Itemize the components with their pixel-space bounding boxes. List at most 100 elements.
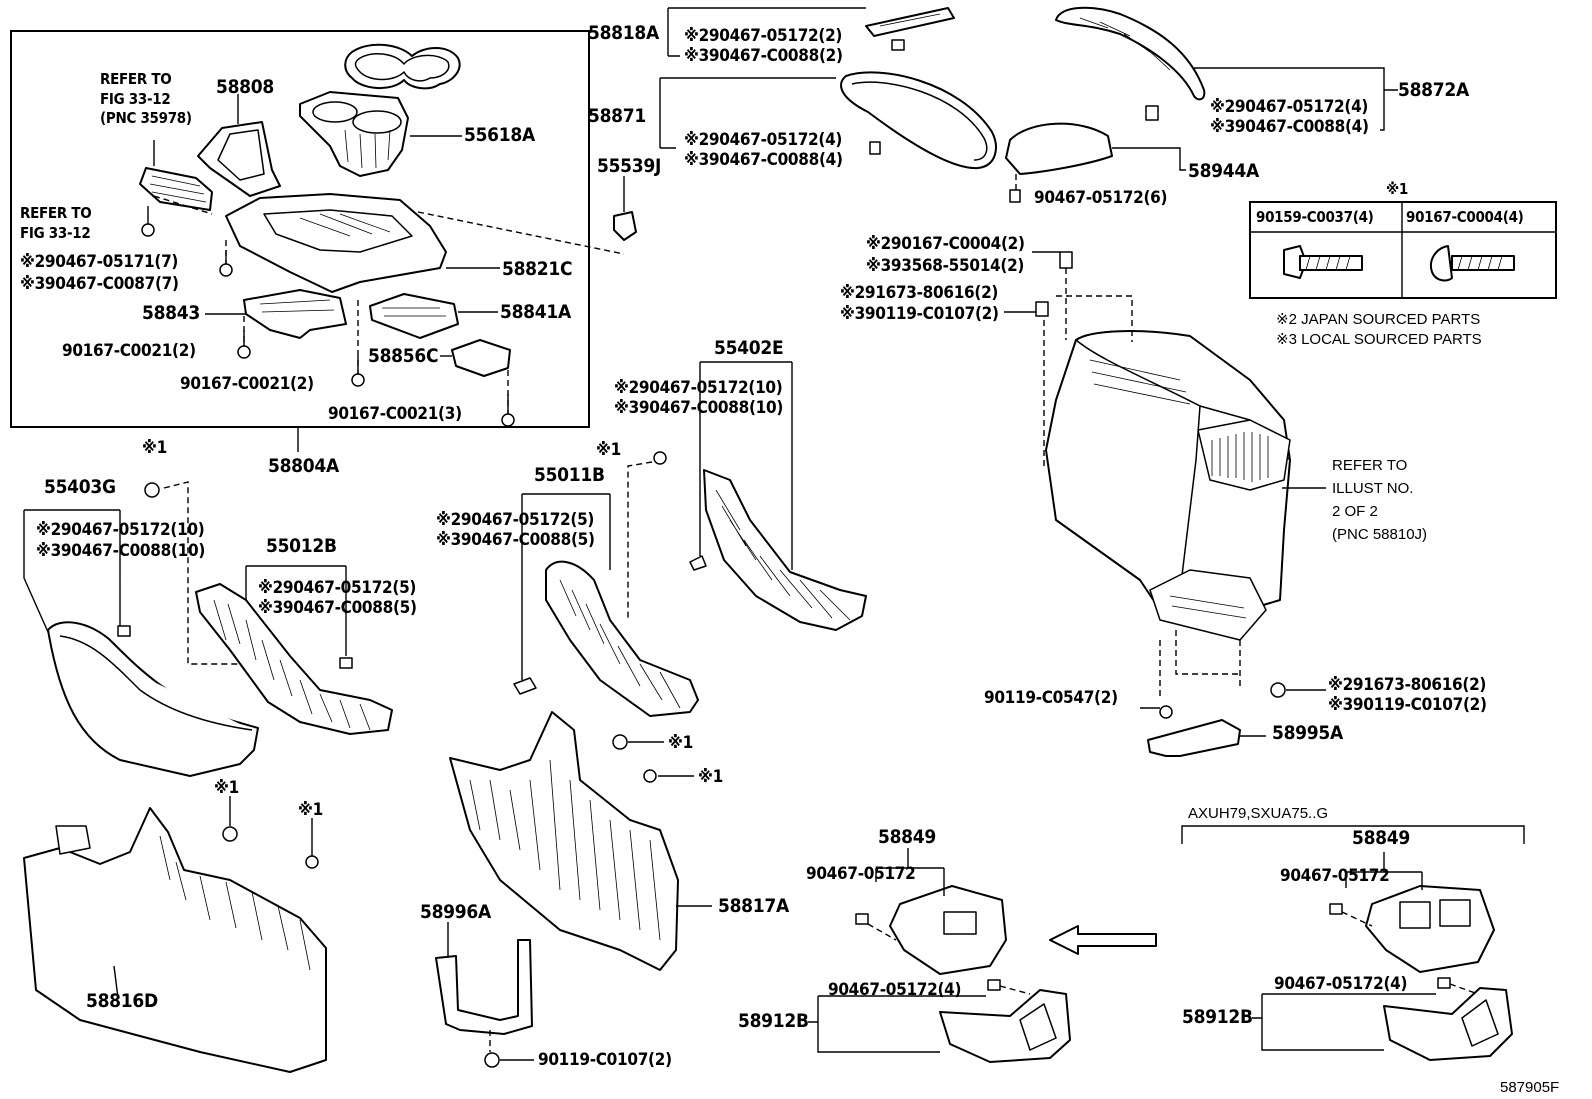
label-55011B-a: ※290467-05172(5): [436, 510, 595, 530]
label-right-d: ※390119-C0107(2): [840, 304, 999, 324]
label-58856C: 58856C: [368, 345, 439, 367]
label-55402E-b: ※390467-C0088(10): [614, 398, 784, 418]
trim-58912B-left: [808, 979, 1071, 1063]
label-right-a: ※290167-C0004(2): [866, 234, 1025, 254]
label-55403G: 55403G: [44, 476, 116, 498]
refer2-line2: FIG 33-12: [20, 224, 91, 242]
bolt-flange-drawing: [1283, 245, 1363, 279]
label-90167-a: 90167-C0021(2): [62, 341, 196, 361]
refer2-line1: REFER TO: [20, 204, 92, 222]
mark1-e: ※1: [214, 778, 239, 798]
switch-58856C: [440, 339, 511, 377]
label-58849-right-clip: 90467-05172: [1280, 866, 1390, 886]
assembly-box-58804A: [10, 30, 590, 428]
label-58872A-b: ※390467-C0088(4): [1210, 117, 1369, 137]
variant-label: AXUH79,SXUA75..G: [1188, 805, 1329, 822]
label-58821C: 58821C: [502, 258, 573, 280]
label-right-c: ※291673-80616(2): [840, 283, 999, 303]
label-58871: 58871: [588, 105, 646, 127]
label-55012B-b: ※390467-C0088(5): [258, 598, 417, 618]
label-58808: 58808: [216, 76, 274, 98]
label-55539J: 55539J: [597, 155, 662, 177]
label-58912B-right-clip: 90467-05172(4): [1274, 974, 1408, 994]
label-58912B-left: 58912B: [738, 1010, 809, 1032]
label-58849-right: 58849: [1352, 827, 1410, 849]
label-55011B-b: ※390467-C0088(5): [436, 530, 595, 550]
refer3-line1: REFER TO: [1332, 457, 1408, 474]
switch-bezel-58849-left: [855, 848, 1007, 975]
note-local: ※3 LOCAL SOURCED PARTS: [1276, 331, 1482, 348]
label-clip-a: ※290467-05171(7): [20, 252, 179, 272]
label-58817A: 58817A: [718, 895, 789, 917]
label-55403G-b: ※390467-C0088(10): [36, 541, 206, 561]
label-58816D: 58816D: [86, 990, 158, 1012]
label-58818A-b: ※390467-C0088(2): [684, 46, 843, 66]
label-58872A-a: ※290467-05172(4): [1210, 97, 1369, 117]
label-58944A-a: 90467-05172(6): [1034, 188, 1168, 208]
refer3-line4: (PNC 58810J): [1332, 526, 1428, 543]
arrow-icon: [1049, 925, 1157, 955]
refer3-line2: ILLUST NO.: [1332, 480, 1414, 497]
figure-id: 587905F: [1500, 1079, 1560, 1096]
trim-58912B-right: [1252, 977, 1513, 1061]
strip-58818A: [667, 7, 955, 57]
mark1-a: ※1: [142, 438, 167, 458]
label-55012B-a: ※290467-05172(5): [258, 578, 417, 598]
refer3-line3: 2 OF 2: [1332, 503, 1378, 520]
label-58995A: 58995A: [1272, 722, 1343, 744]
legend-col1: 90159-C0037(4): [1256, 208, 1374, 226]
variant-bracket: [1181, 825, 1525, 844]
mark1-f: ※1: [298, 800, 323, 820]
bolt-round-drawing: [1430, 245, 1515, 282]
label-90119-C0107: 90119-C0107(2): [538, 1050, 672, 1070]
switch-bezel-58849-right: [1329, 852, 1495, 973]
shift-panel-58821C: [225, 193, 625, 293]
refer1-line2: FIG 33-12: [100, 90, 171, 108]
label-90167-b: 90167-C0021(2): [180, 374, 314, 394]
bracket-55012B: [195, 565, 393, 735]
shift-boot-58808: [197, 94, 281, 197]
label-90119-C0547: 90119-C0547(2): [984, 688, 1118, 708]
trim-58841A: [369, 293, 498, 339]
side-panel-55403G: [23, 481, 259, 777]
label-55402E-a: ※290467-05172(10): [614, 378, 783, 398]
label-58804A: 58804A: [268, 455, 339, 477]
label-55012B: 55012B: [266, 535, 337, 557]
label-58843: 58843: [142, 302, 200, 324]
bracket-55011B: [513, 451, 699, 717]
lid-58944A: [1005, 122, 1186, 203]
label-58849-left: 58849: [878, 826, 936, 848]
label-90167-c: 90167-C0021(3): [328, 404, 462, 424]
mark1-c: ※1: [668, 733, 693, 753]
label-58912B-left-clip: 90467-05172(4): [828, 980, 962, 1000]
label-right-b: ※393568-55014(2): [866, 256, 1025, 276]
clip-55539J: [613, 176, 637, 241]
legend-col2: 90167-C0004(4): [1406, 208, 1524, 226]
cup-holder-liner: [344, 43, 461, 90]
legend-mark1: ※1: [1386, 180, 1408, 198]
mark1-b: ※1: [596, 440, 621, 460]
armrest-pad-58871: [659, 71, 997, 170]
console-box: [1004, 251, 1326, 696]
label-right-e: ※291673-80616(2): [1328, 675, 1487, 695]
label-58872A: 58872A: [1398, 79, 1469, 101]
bracket-58995A: [1140, 682, 1326, 757]
label-58818A-a: ※290467-05172(2): [684, 26, 843, 46]
label-clip-b: ※390467-C0087(7): [20, 274, 179, 294]
label-58849-left-clip: 90467-05172: [806, 864, 916, 884]
bracket-58843: [205, 289, 347, 339]
armrest-58872A: [1055, 6, 1398, 131]
label-58871-a: ※290467-05172(4): [684, 130, 843, 150]
label-58841A: 58841A: [500, 301, 571, 323]
label-58871-b: ※390467-C0088(4): [684, 150, 843, 170]
cup-holder-55618A: [299, 91, 462, 177]
legend-table: [1249, 201, 1557, 299]
refer1-line3: (PNC 35978): [100, 109, 192, 127]
label-55618A: 55618A: [464, 124, 535, 146]
bolts-in-box: [141, 195, 515, 427]
note-japan: ※2 JAPAN SOURCED PARTS: [1276, 311, 1481, 328]
label-58944A: 58944A: [1188, 160, 1259, 182]
label-55011B: 55011B: [534, 464, 605, 486]
mark1-d: ※1: [698, 767, 723, 787]
